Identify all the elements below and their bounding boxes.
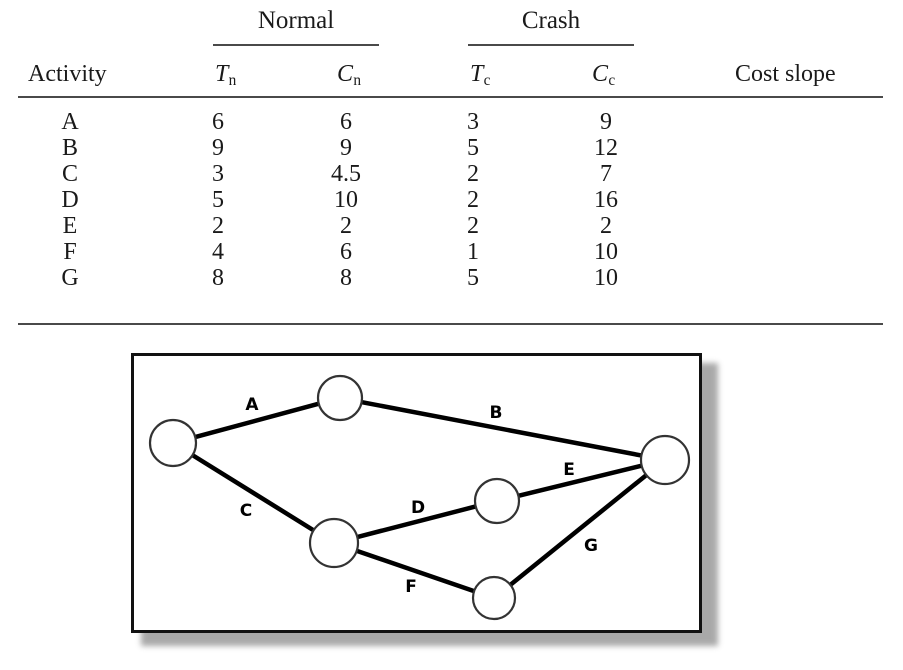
edge-label-d: D (411, 498, 425, 518)
column-header-tn: Tn (215, 61, 237, 90)
cell-crash-time: 2 (467, 187, 479, 213)
network-node-n4 (473, 477, 521, 525)
network-node-n5 (471, 575, 517, 621)
cell-crash-cost: 12 (594, 135, 618, 161)
cell-crash-cost: 16 (594, 187, 618, 213)
edge-e (515, 463, 645, 499)
network-node-n1 (148, 418, 198, 468)
cell-normal-time: 6 (212, 109, 224, 135)
cell-crash-time: 5 (467, 265, 479, 291)
diagram-frame (131, 353, 702, 633)
cell-crash-cost: 9 (600, 109, 612, 135)
edge-a (191, 401, 322, 440)
table-row: C 3 4.5 2 7 (0, 161, 903, 187)
network-node-n3 (308, 517, 360, 569)
cell-crash-cost: 7 (600, 161, 612, 187)
edge-label-f: F (405, 577, 417, 597)
cell-crash-cost: 10 (594, 265, 618, 291)
edge-label-b: B (490, 403, 503, 423)
cell-normal-time: 5 (212, 187, 224, 213)
table-row: A 6 6 3 9 (0, 109, 903, 135)
column-header-tn-subscript: n (228, 72, 237, 90)
cell-crash-time: 2 (467, 161, 479, 187)
table-row: F 4 6 1 10 (0, 239, 903, 265)
column-header-cc: Cc (592, 61, 616, 90)
group-rule-crash (468, 44, 634, 46)
cell-crash-time: 2 (467, 213, 479, 239)
column-header-cc-subscript: c (608, 72, 616, 90)
network-node-n2 (316, 374, 364, 422)
cell-normal-cost: 8 (340, 265, 352, 291)
edge-f (353, 548, 478, 594)
cell-normal-time: 2 (212, 213, 224, 239)
cell-crash-time: 3 (467, 109, 479, 135)
crash-cost-table: Normal Crash Activity Tn Cn Tc Cc Cost s… (0, 0, 903, 330)
cell-crash-cost: 2 (600, 213, 612, 239)
cell-activity: A (61, 109, 79, 135)
column-header-cn: Cn (337, 61, 361, 90)
group-header-crash: Crash (521, 7, 581, 34)
cell-crash-cost: 10 (594, 239, 618, 265)
edge-c (189, 452, 317, 534)
table-row: D 5 10 2 16 (0, 187, 903, 213)
table-row: G 8 8 5 10 (0, 265, 903, 291)
cell-crash-time: 5 (467, 135, 479, 161)
cell-normal-cost: 9 (340, 135, 352, 161)
cell-crash-time: 1 (467, 239, 479, 265)
cell-normal-cost: 6 (340, 109, 352, 135)
column-header-tn-symbol: T (215, 61, 229, 87)
column-header-cc-symbol: C (592, 61, 609, 87)
cell-activity: B (61, 135, 78, 161)
edge-d (354, 503, 479, 540)
cell-normal-cost: 2 (340, 213, 352, 239)
cell-normal-time: 4 (212, 239, 224, 265)
column-header-cn-subscript: n (353, 72, 361, 90)
edge-label-g: G (584, 536, 598, 556)
edge-label-a: A (245, 395, 259, 415)
edge-label-c: C (240, 501, 252, 521)
network-node-n6 (639, 434, 691, 486)
group-header-normal: Normal (257, 7, 335, 34)
network-diagram: A B C D E F G (0, 330, 903, 670)
cell-activity: E (62, 213, 78, 239)
column-header-tc: Tc (470, 61, 491, 90)
cell-activity: C (61, 161, 78, 187)
group-rule-normal (213, 44, 379, 46)
diagram-canvas: A B C D E F G (148, 374, 691, 621)
cell-activity: D (61, 187, 79, 213)
table-row: E 2 2 2 2 (0, 213, 903, 239)
column-header-tc-symbol: T (470, 61, 484, 87)
cell-normal-cost: 10 (334, 187, 358, 213)
cell-normal-time: 9 (212, 135, 224, 161)
table-rule-top (18, 96, 883, 98)
edge-g (507, 472, 650, 588)
cell-normal-cost: 4.5 (331, 161, 361, 187)
table-row: B 9 9 5 12 (0, 135, 903, 161)
table-rule-bottom (18, 323, 883, 325)
cell-activity: G (61, 265, 79, 291)
column-header-tc-subscript: c (483, 72, 491, 90)
edge-label-e: E (563, 460, 575, 480)
column-header-cn-symbol: C (337, 61, 354, 87)
cell-normal-time: 3 (212, 161, 224, 187)
cell-activity: F (63, 239, 77, 265)
cell-normal-time: 8 (212, 265, 224, 291)
edge-b (358, 399, 645, 458)
column-header-cost-slope: Cost slope (735, 61, 836, 87)
cell-normal-cost: 6 (340, 239, 352, 265)
column-header-activity: Activity (28, 61, 107, 87)
